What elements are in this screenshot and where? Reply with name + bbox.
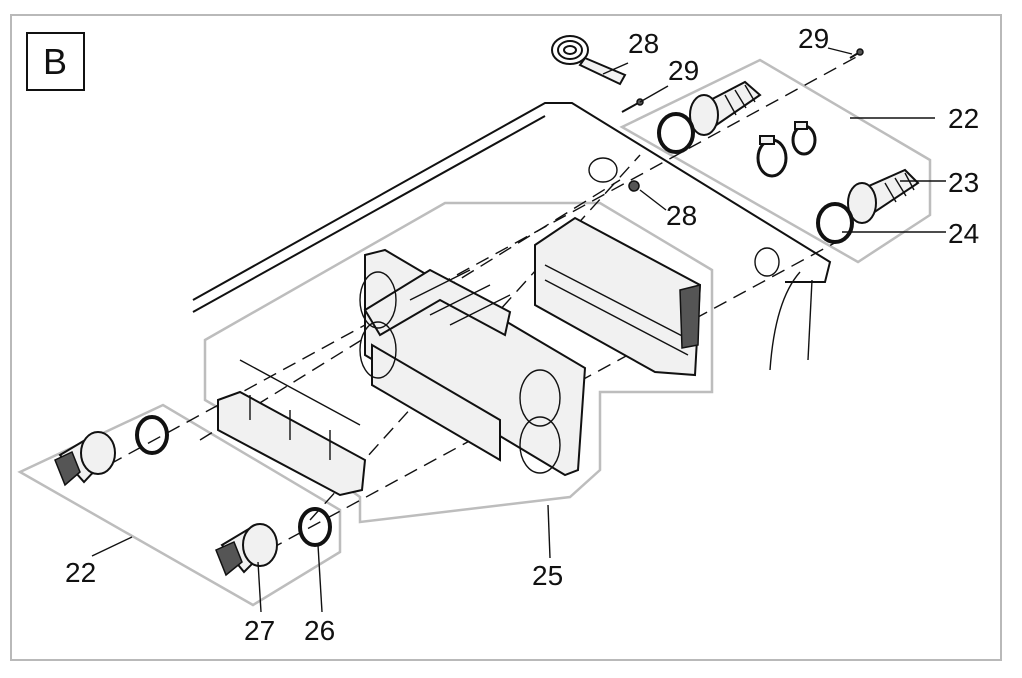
hose-connector-lower [847, 168, 920, 224]
o-ring-right-upper [657, 112, 695, 154]
callout-27: 27 [244, 615, 275, 646]
end-cap-lower [215, 523, 278, 577]
housing-outline [192, 102, 832, 371]
callout-28-mid: 28 [666, 200, 697, 231]
group-outline-left [17, 403, 342, 607]
housing-port-upper [588, 157, 618, 183]
filter-box [359, 248, 587, 477]
callout-25: 25 [532, 560, 563, 591]
filter-tray-right [534, 216, 702, 377]
callout-28-top: 28 [628, 28, 659, 59]
o-ring-left-lower [298, 507, 332, 547]
callout-24: 24 [948, 218, 979, 249]
leader-lines [91, 47, 946, 613]
filter-tray-left [217, 359, 367, 497]
housing-port-lower [754, 247, 780, 277]
callout-26: 26 [304, 615, 335, 646]
o-ring-right-lower [816, 202, 854, 244]
hose-connector-upper [689, 80, 762, 136]
o-ring-left-upper [135, 415, 169, 455]
callout-22-left: 22 [65, 557, 96, 588]
callout-29-mid: 29 [668, 55, 699, 86]
group-outline-right [619, 58, 932, 264]
seal-28-small [628, 180, 640, 192]
screw-29-right [849, 48, 864, 59]
panel-letter: B [43, 41, 67, 82]
callout-22-right: 22 [948, 103, 979, 134]
panel-badge-box [26, 32, 85, 91]
hose-clamps [756, 121, 817, 178]
screw-29-mid [621, 98, 644, 113]
seal-tape-roll [551, 35, 627, 86]
callout-23: 23 [948, 167, 979, 198]
callout-29-right: 29 [798, 23, 829, 54]
diagram-frame [10, 14, 1002, 661]
end-cap-upper [54, 431, 116, 487]
